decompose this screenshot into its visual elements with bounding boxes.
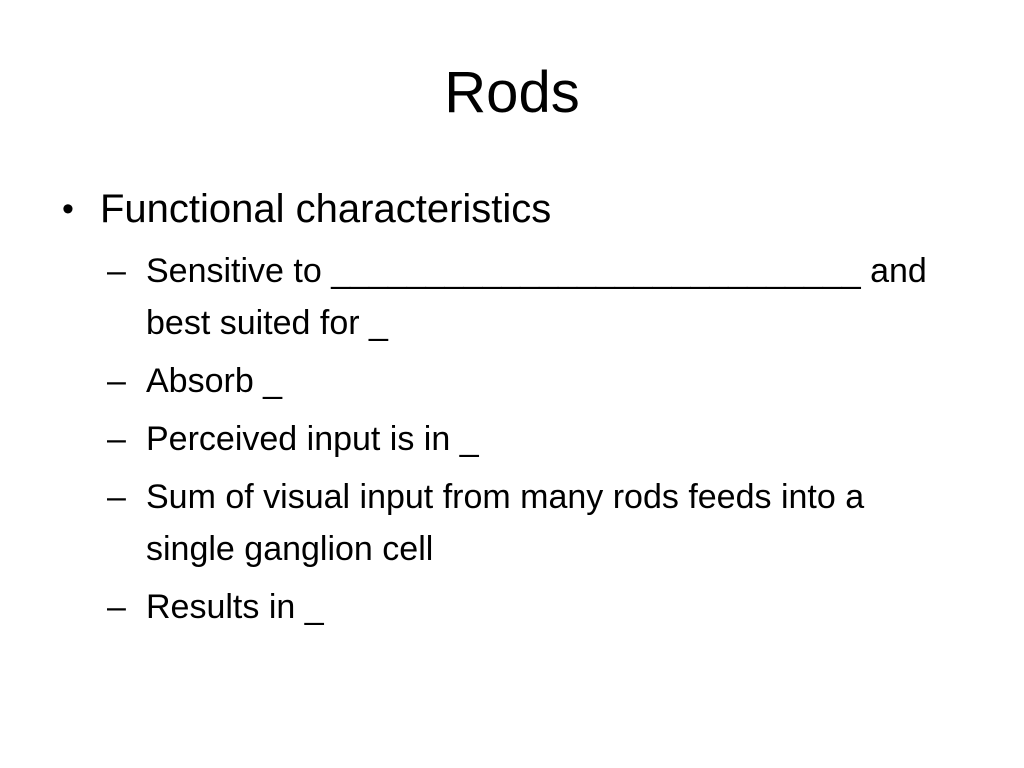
sub-bullet-line: Sum of visual input from many rods feeds… [146,478,865,516]
sub-bullet-sum-of-visual-input: – Sum of visual input from many rods fee… [0,471,1024,575]
bullet-point-icon: • [62,190,74,228]
sub-bullet-results-in: – Results in _ [0,581,1024,633]
sub-bullet-sensitive-to: – Sensitive to _________________________… [0,245,1024,349]
sub-bullet-line: Perceived input is in _ [146,420,479,458]
dash-marker-icon: – [107,420,126,458]
sub-bullet-line: Results in _ [146,588,324,626]
slide-title: Rods [444,60,580,125]
sub-bullet-line: Sensitive to ___________________________… [146,252,927,290]
slide-body: • Functional characteristics – Sensitive… [0,183,1024,639]
bullet-item-label: Functional characteristics [100,187,552,231]
sub-bullet-line: single ganglion cell [146,530,434,568]
sub-bullet-absorb: – Absorb _ [0,355,1024,407]
sub-bullet-line: Absorb _ [146,362,283,400]
dash-marker-icon: – [107,588,126,626]
dash-marker-icon: – [107,252,126,290]
dash-marker-icon: – [107,362,126,400]
sub-bullet-perceived-input: – Perceived input is in _ [0,413,1024,465]
bullet-item-functional-characteristics: • Functional characteristics [0,183,1024,235]
sub-bullet-line: best suited for _ [146,304,388,342]
dash-marker-icon: – [107,478,126,516]
